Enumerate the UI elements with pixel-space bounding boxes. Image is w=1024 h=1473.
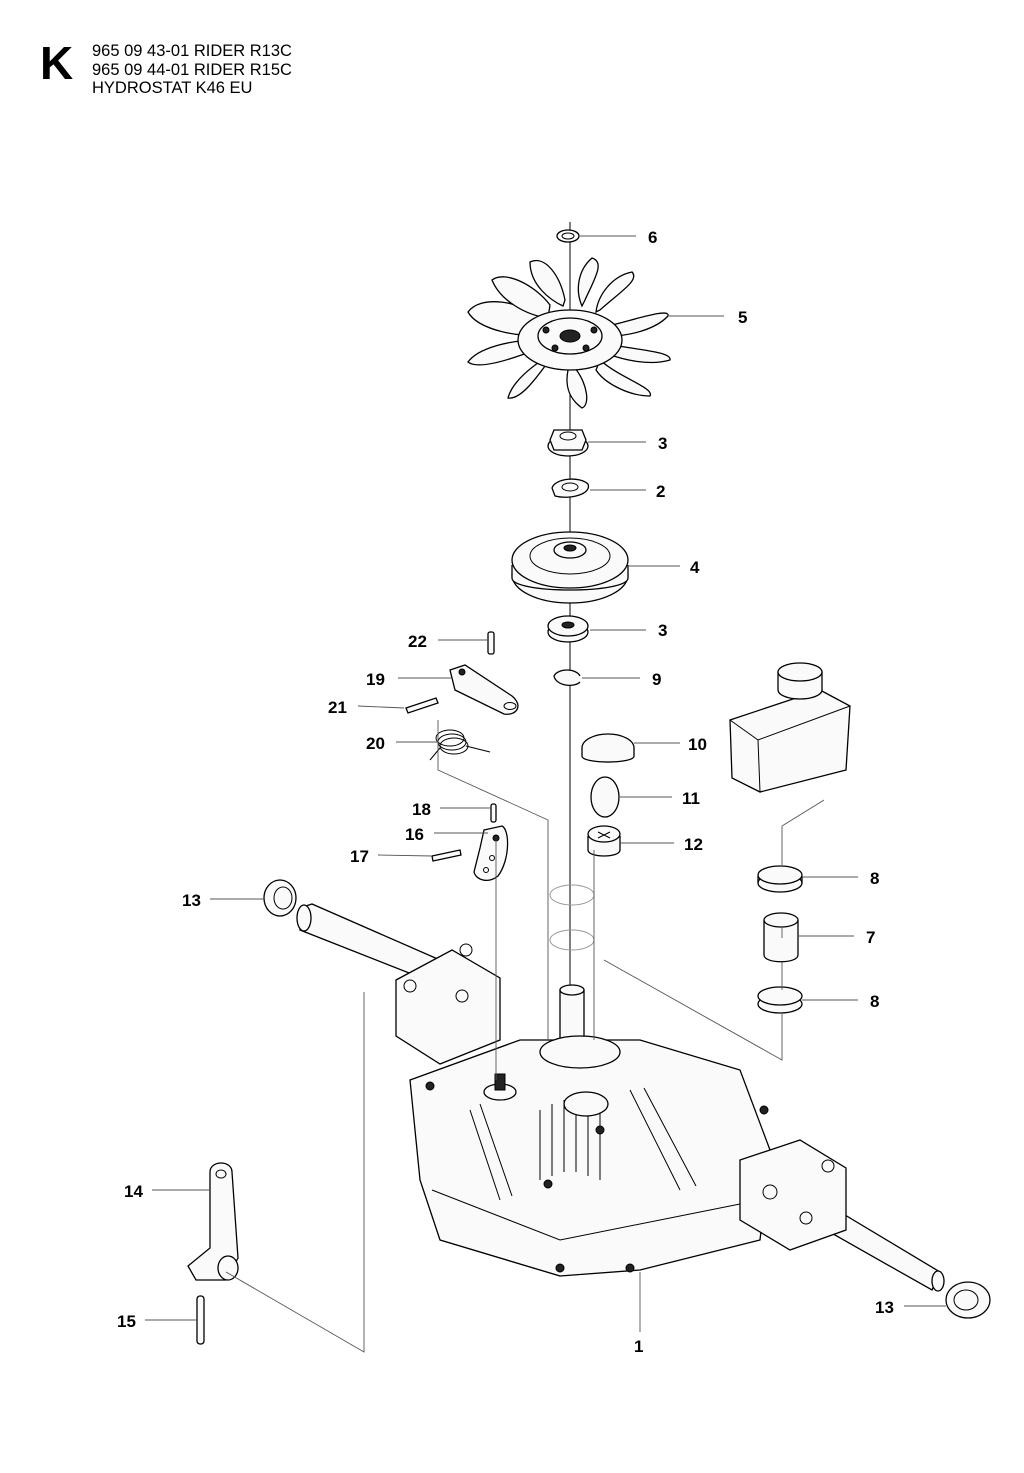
callout-3-lower[interactable]: 3	[658, 621, 667, 640]
part-8-clamp-upper[interactable]	[757, 865, 803, 893]
callout-14[interactable]: 14	[124, 1182, 143, 1201]
part-8-clamp-lower[interactable]	[757, 986, 803, 1014]
callout-19[interactable]: 19	[366, 670, 385, 689]
callout-8-lower[interactable]: 8	[870, 992, 879, 1011]
callout-21[interactable]: 21	[328, 698, 347, 717]
part-9-circlip[interactable]	[553, 669, 581, 687]
callout-3-upper[interactable]: 3	[658, 434, 667, 453]
callout-11[interactable]: 11	[682, 789, 700, 808]
part-3-spacer-lower[interactable]	[547, 615, 589, 643]
callout-2[interactable]: 2	[656, 482, 665, 501]
part-20-spring[interactable]	[429, 729, 491, 761]
callout-15[interactable]: 15	[117, 1312, 136, 1331]
section-letter: K	[40, 37, 74, 89]
part-10-cap[interactable]	[581, 733, 635, 763]
part-7-hose[interactable]	[763, 912, 799, 963]
part-11-disk[interactable]	[590, 776, 620, 818]
callout-8-upper[interactable]: 8	[870, 869, 879, 888]
part-13-seal-left[interactable]	[263, 879, 297, 917]
part-14-control-arm[interactable]	[187, 1162, 239, 1281]
model-line-2: 965 09 44-01 RIDER R15C	[92, 60, 292, 79]
callout-labels: 6 5 3 2 4 3 9 22 19 21 20 10 11 12 18 16…	[117, 228, 894, 1356]
part-17-pin[interactable]	[431, 849, 462, 862]
part-12-bushing[interactable]	[587, 825, 621, 857]
part-6-snap-ring[interactable]	[556, 229, 580, 243]
callout-18[interactable]: 18	[412, 800, 431, 819]
hidden-bearings	[549, 884, 595, 951]
callout-7[interactable]: 7	[866, 928, 875, 947]
callout-1[interactable]: 1	[634, 1337, 643, 1356]
callout-17[interactable]: 17	[350, 847, 369, 866]
callout-5[interactable]: 5	[738, 308, 747, 327]
part-13-seal-right[interactable]	[945, 1281, 991, 1319]
callout-leaders	[145, 235, 946, 1332]
part-1-transaxle[interactable]	[296, 903, 945, 1292]
part-19-lever-arm[interactable]	[449, 664, 519, 715]
part-4-pulley[interactable]	[511, 531, 629, 604]
model-line-1: 965 09 43-01 RIDER R13C	[92, 42, 292, 60]
assembly-guide-lines	[225, 720, 825, 1353]
part-16-lever[interactable]	[473, 825, 509, 882]
callout-4[interactable]: 4	[690, 558, 700, 577]
callout-22[interactable]: 22	[408, 632, 427, 651]
callout-20[interactable]: 20	[366, 734, 385, 753]
part-5-fan[interactable]	[467, 257, 671, 409]
callout-10[interactable]: 10	[688, 735, 707, 754]
part-3-nut-upper[interactable]	[547, 429, 589, 457]
callout-13-right[interactable]: 13	[875, 1298, 894, 1317]
part-22-pin[interactable]	[487, 631, 495, 655]
callout-13-left[interactable]: 13	[182, 891, 201, 910]
part-2-washer[interactable]	[551, 478, 589, 498]
callout-6[interactable]: 6	[648, 228, 657, 247]
part-15-pin[interactable]	[196, 1295, 205, 1345]
model-list: 965 09 43-01 RIDER R13C 965 09 44-01 RID…	[92, 42, 492, 98]
callout-16[interactable]: 16	[405, 825, 424, 844]
part-18-pin[interactable]	[490, 803, 497, 823]
oil-reservoir	[729, 662, 851, 793]
model-line-3: HYDROSTAT K46 EU	[92, 79, 253, 97]
part-21-pin[interactable]	[405, 697, 439, 714]
callout-9[interactable]: 9	[652, 670, 661, 689]
callout-12[interactable]: 12	[684, 835, 703, 854]
